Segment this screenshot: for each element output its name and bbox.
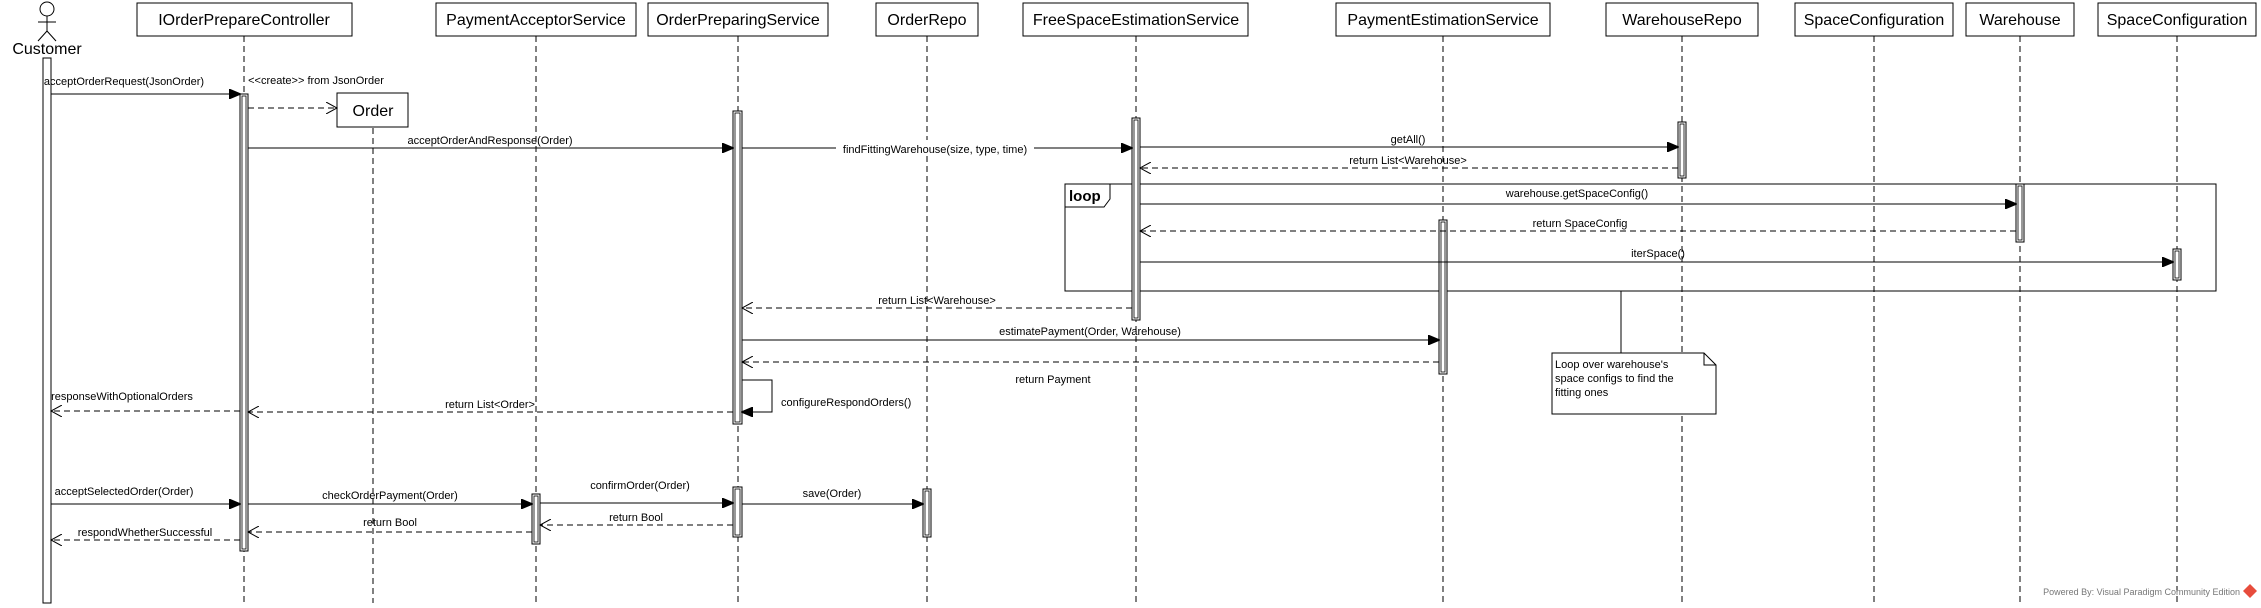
loop-label: loop <box>1069 188 1101 205</box>
lifeline-preparing: OrderPreparingService <box>647 2 829 37</box>
lifeline-title: Warehouse <box>1979 12 2060 29</box>
actor-activation <box>42 57 52 604</box>
lifeline-title: PaymentEstimationService <box>1347 12 1538 29</box>
message-arrow <box>742 379 773 412</box>
message-label: respondWhetherSuccessful <box>78 527 213 539</box>
message-label: return SpaceConfig <box>1533 218 1628 230</box>
message-label: confirmOrder(Order) <box>590 480 690 492</box>
activation-bars <box>239 93 2182 552</box>
message-label: iterSpace() <box>1631 248 1685 260</box>
message-label: warehouse.getSpaceConfig() <box>1505 188 1648 200</box>
lifeline-repo: OrderRepo <box>875 2 979 37</box>
lifeline-freespace: FreeSpaceEstimationService <box>1022 2 1249 37</box>
lifeline-title: WarehouseRepo <box>1622 12 1742 29</box>
actor-label: Customer <box>12 41 82 58</box>
message-label: return Bool <box>609 512 663 524</box>
message-label: checkOrderPayment(Order) <box>322 490 458 502</box>
lifeline-title: OrderPreparingService <box>656 12 820 29</box>
watermark-text: Powered By: Visual Paradigm Community Ed… <box>2043 587 2240 597</box>
lifeline-controller: IOrderPrepareController <box>136 2 353 37</box>
message-label: configureRespondOrders() <box>781 397 911 409</box>
loop-frame: loop <box>1064 183 2217 292</box>
message-label: return Bool <box>363 517 417 529</box>
lifeline-title: IOrderPrepareController <box>158 12 330 29</box>
lifeline-title: PaymentAcceptorService <box>446 12 626 29</box>
message-label: return List<Warehouse> <box>878 295 996 307</box>
message-label: return Payment <box>1015 374 1090 386</box>
lifeline-warehouse: Warehouse <box>1965 2 2075 37</box>
actor-customer: Customer <box>12 1 82 58</box>
lifeline-title: SpaceConfiguration <box>1804 12 1945 29</box>
note: Loop over warehouse's space configs to f… <box>1551 291 1717 415</box>
message-label: return List<Warehouse> <box>1349 155 1467 167</box>
note-line: space configs to find the <box>1555 373 1674 385</box>
created-object-title: Order <box>353 103 395 120</box>
lifeline-title: OrderRepo <box>887 12 966 29</box>
watermark: Powered By: Visual Paradigm Community Ed… <box>2043 584 2257 598</box>
message-label: <<create>> from JsonOrder <box>248 75 384 87</box>
message-label: acceptSelectedOrder(Order) <box>55 486 194 498</box>
message-label: estimatePayment(Order, Warehouse) <box>999 326 1181 338</box>
lifeline-payest: PaymentEstimationService <box>1335 2 1551 37</box>
messages: acceptOrderRequest(JsonOrder) <<create>>… <box>44 75 2173 540</box>
message-label: acceptOrderRequest(JsonOrder) <box>44 76 204 88</box>
lifeline-whrepo: WarehouseRepo <box>1605 2 1759 37</box>
message-label: save(Order) <box>803 488 862 500</box>
created-object-order: Order <box>336 92 409 128</box>
lifeline-title: SpaceConfiguration <box>2107 12 2248 29</box>
lifeline-title: FreeSpaceEstimationService <box>1033 12 1239 29</box>
lifeline-spaceconfig-2: SpaceConfiguration <box>2097 2 2257 37</box>
visual-paradigm-logo-icon <box>2243 584 2257 598</box>
message-label: acceptOrderAndResponse(Order) <box>407 135 572 147</box>
message-label: findFittingWarehouse(size, type, time) <box>843 144 1027 156</box>
message-label: responseWithOptionalOrders <box>51 391 193 403</box>
message-label: return List<Order> <box>445 399 535 411</box>
note-line: fitting ones <box>1555 387 1609 399</box>
lifeline-acceptor: PaymentAcceptorService <box>435 2 637 37</box>
note-line: Loop over warehouse's <box>1555 359 1669 371</box>
message-label: getAll() <box>1391 134 1426 146</box>
lifeline-spaceconfig-1: SpaceConfiguration <box>1794 2 1954 37</box>
